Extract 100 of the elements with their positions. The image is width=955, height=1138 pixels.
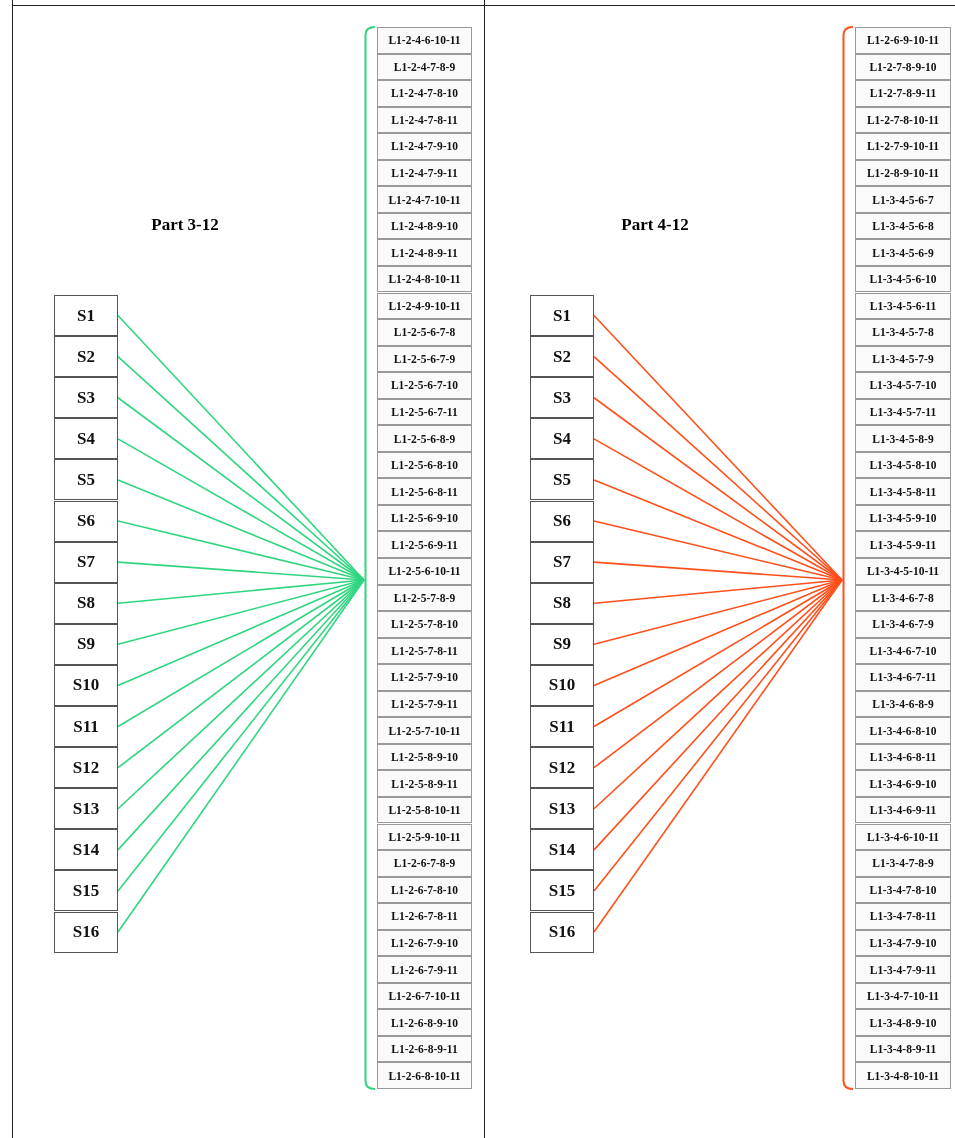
node-box: L1-2-4-8-9-11 — [377, 239, 472, 266]
node-box: L1-2-5-6-9-11 — [377, 531, 472, 558]
node-box: L1-2-6-7-8-9 — [377, 850, 472, 877]
node-box: L1-2-4-7-8-10 — [377, 80, 472, 107]
node-box: L1-2-6-8-9-10 — [377, 1009, 472, 1036]
node-box: L1-3-4-6-7-10 — [855, 637, 951, 665]
connector-line — [117, 355, 365, 581]
node-box: L1-3-4-8-9-10 — [855, 1009, 951, 1036]
node-box: S9 — [54, 623, 118, 665]
node-box: L1-3-4-5-7-8 — [855, 319, 951, 346]
node-box: L1-3-4-7-9-10 — [855, 929, 951, 957]
node-box: L1-2-5-6-9-10 — [377, 504, 472, 532]
node-box: L1-2-6-8-9-11 — [377, 1035, 472, 1063]
connector-line — [593, 438, 843, 581]
node-box: S6 — [530, 500, 594, 542]
node-box: L1-2-4-8-10-11 — [377, 265, 472, 293]
node-box: L1-2-6-9-10-11 — [855, 27, 951, 54]
node-box: L1-3-4-6-10-11 — [855, 823, 951, 851]
node-box: S2 — [530, 336, 594, 378]
node-box: L1-2-5-6-7-11 — [377, 398, 472, 426]
node-box: L1-3-4-5-6-7 — [855, 186, 951, 213]
node-box: L1-3-4-6-8-9 — [855, 690, 951, 718]
connector-line — [593, 396, 843, 581]
node-box: L1-3-4-5-8-10 — [855, 451, 951, 479]
node-box: L1-2-6-7-8-11 — [377, 903, 472, 930]
node-box: S10 — [530, 664, 594, 706]
node-box: L1-2-5-9-10-11 — [377, 823, 472, 851]
node-box: L1-2-4-8-9-10 — [377, 212, 472, 240]
connector-line — [117, 396, 365, 581]
node-box: L1-2-5-7-9-10 — [377, 664, 472, 691]
node-box: L1-2-5-6-8-10 — [377, 451, 472, 479]
node-box: S12 — [54, 747, 118, 789]
node-box: L1-3-4-7-10-11 — [855, 982, 951, 1010]
node-box: L1-3-4-6-7-8 — [855, 584, 951, 612]
node-box: S14 — [54, 829, 118, 871]
node-box: L1-3-4-6-8-11 — [855, 743, 951, 771]
node-box: L1-2-6-7-8-10 — [377, 876, 472, 904]
node-box: S11 — [530, 706, 594, 748]
node-box: S3 — [54, 377, 118, 419]
node-box: L1-3-4-8-10-11 — [855, 1062, 951, 1089]
node-box: L1-2-7-8-9-10 — [855, 53, 951, 81]
node-box: L1-2-6-7-10-11 — [377, 982, 472, 1010]
node-box: L1-2-4-7-9-10 — [377, 133, 472, 160]
node-box: L1-3-4-5-7-11 — [855, 398, 951, 426]
node-box: S5 — [530, 459, 594, 501]
node-box: L1-3-4-5-6-10 — [855, 265, 951, 293]
bracket — [842, 26, 853, 1090]
bracket — [364, 26, 375, 1090]
node-box: L1-2-5-8-9-11 — [377, 770, 472, 797]
node-box: S15 — [530, 870, 594, 912]
node-box: S11 — [54, 706, 118, 748]
node-box: S7 — [530, 541, 594, 583]
node-box: S1 — [54, 295, 118, 337]
node-box: L1-3-4-6-7-11 — [855, 664, 951, 691]
node-box: L1-2-4-7-9-11 — [377, 159, 472, 187]
node-box: L1-2-5-6-7-9 — [377, 345, 472, 373]
connector-line — [117, 438, 365, 581]
node-box: L1-2-4-6-10-11 — [377, 27, 472, 54]
connector-line — [117, 314, 365, 581]
node-box: L1-3-4-5-6-9 — [855, 239, 951, 266]
node-box: S10 — [54, 664, 118, 706]
node-box: L1-2-8-9-10-11 — [855, 159, 951, 187]
node-box: L1-3-4-5-7-9 — [855, 345, 951, 373]
node-box: L1-3-4-5-8-11 — [855, 478, 951, 505]
node-box: L1-2-7-9-10-11 — [855, 133, 951, 160]
node-box: L1-2-5-7-8-11 — [377, 637, 472, 665]
node-box: L1-3-4-5-9-10 — [855, 504, 951, 532]
node-box: L1-3-4-8-9-11 — [855, 1035, 951, 1063]
panel-title: Part 4-12 — [621, 215, 689, 235]
node-box: S13 — [54, 788, 118, 830]
node-box: L1-2-5-6-7-8 — [377, 319, 472, 346]
node-box: S5 — [54, 459, 118, 501]
node-box: L1-2-5-6-8-11 — [377, 478, 472, 505]
node-box: L1-3-4-5-6-11 — [855, 292, 951, 320]
node-box: S12 — [530, 747, 594, 789]
node-box: S4 — [54, 418, 118, 460]
connector-line — [593, 355, 843, 581]
node-box: L1-3-4-6-7-9 — [855, 611, 951, 638]
node-box: L1-2-4-7-8-9 — [377, 53, 472, 81]
node-box: S16 — [530, 911, 594, 953]
node-box: L1-2-6-7-9-10 — [377, 929, 472, 957]
node-box: L1-3-4-6-9-11 — [855, 796, 951, 824]
node-box: L1-2-6-7-9-11 — [377, 956, 472, 983]
node-box: S16 — [54, 911, 118, 953]
node-box: S14 — [530, 829, 594, 871]
node-box: L1-3-4-7-8-10 — [855, 876, 951, 904]
node-box: L1-2-4-9-10-11 — [377, 292, 472, 320]
node-box: L1-3-4-5-9-11 — [855, 531, 951, 558]
node-box: L1-3-4-5-10-11 — [855, 558, 951, 585]
node-box: L1-3-4-7-8-11 — [855, 903, 951, 930]
node-box: S8 — [530, 582, 594, 624]
node-box: L1-3-4-5-8-9 — [855, 425, 951, 452]
panel-title: Part 3-12 — [151, 215, 219, 235]
node-box: L1-2-6-8-10-11 — [377, 1062, 472, 1089]
node-box: L1-3-4-6-9-10 — [855, 770, 951, 797]
node-box: L1-2-7-8-10-11 — [855, 106, 951, 134]
node-box: L1-2-5-8-10-11 — [377, 796, 472, 824]
node-box: L1-2-5-7-8-10 — [377, 611, 472, 638]
node-box: S3 — [530, 377, 594, 419]
node-box: L1-3-4-5-6-8 — [855, 212, 951, 240]
